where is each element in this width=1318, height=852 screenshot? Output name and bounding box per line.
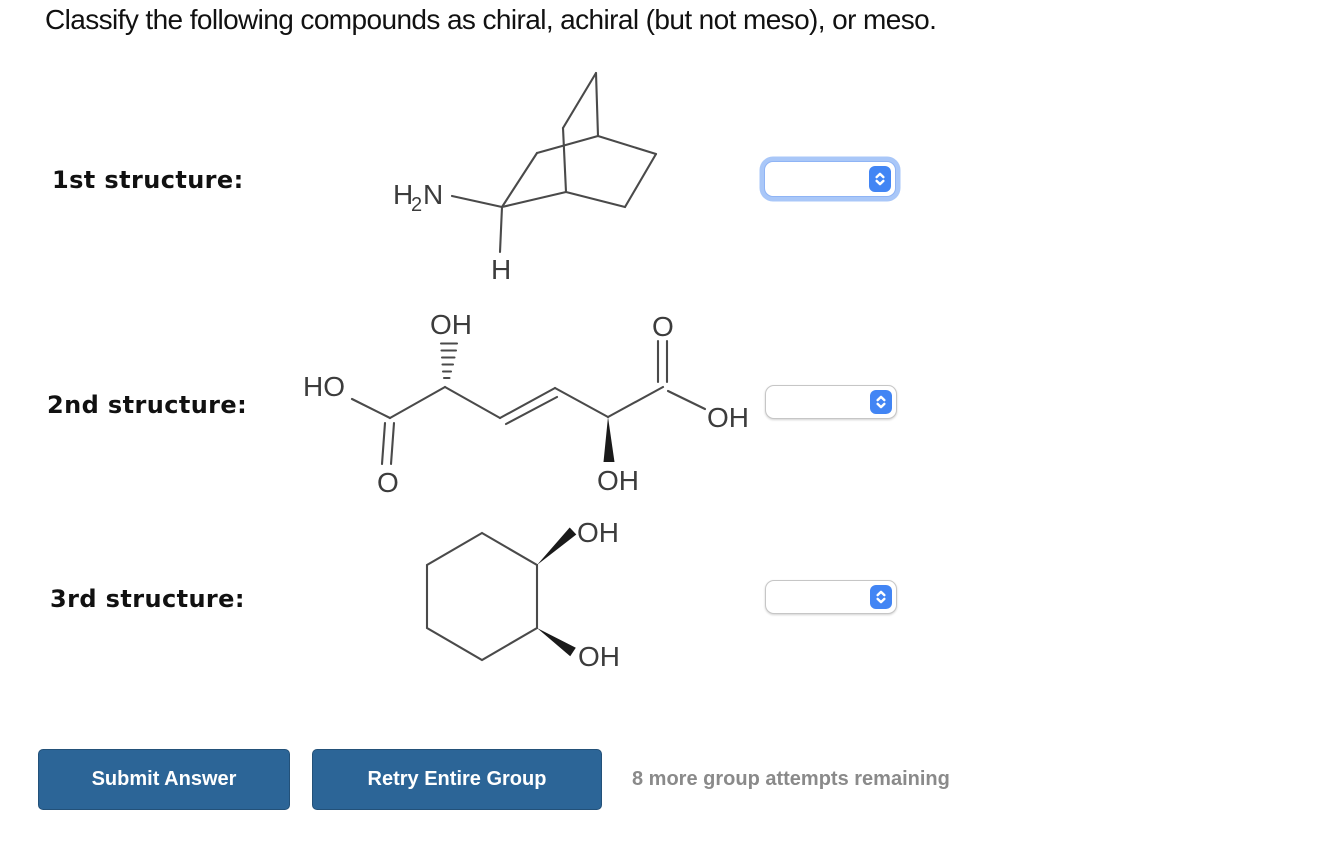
structure-2-drawing: HO O OH OH O OH bbox=[303, 309, 749, 498]
hydroxyl-top-label: OH bbox=[430, 309, 472, 340]
classification-select-3[interactable] bbox=[765, 580, 897, 614]
attempts-remaining-note: 8 more group attempts remaining bbox=[632, 768, 950, 790]
select-stepper-icon bbox=[870, 390, 892, 414]
amine-label-n: N bbox=[423, 179, 443, 210]
structure-3-label: 3rd structure: bbox=[50, 585, 245, 613]
retry-entire-group-button[interactable]: Retry Entire Group bbox=[312, 749, 602, 810]
amine-label-sub2: 2 bbox=[411, 194, 422, 216]
carbonyl-o-right-label: O bbox=[652, 311, 674, 342]
carboxyl-oh-right-label: OH bbox=[707, 402, 749, 433]
hash-wedge-bond bbox=[439, 342, 459, 380]
carbonyl-o-left-label: O bbox=[377, 467, 399, 498]
structure-1-drawing: H 2 N H bbox=[393, 71, 658, 285]
structure-3-drawing: OH OH bbox=[425, 517, 620, 672]
select-stepper-icon bbox=[870, 585, 892, 609]
bold-wedge-bond bbox=[537, 527, 577, 565]
hydrogen-label: H bbox=[491, 254, 511, 285]
structure-1-label: 1st structure: bbox=[52, 166, 244, 194]
select-stepper-icon bbox=[869, 166, 891, 192]
submit-answer-button[interactable]: Submit Answer bbox=[38, 749, 290, 810]
question-title: Classify the following compounds as chir… bbox=[45, 4, 937, 35]
bold-wedge-bond bbox=[603, 417, 615, 462]
amine-label-h: H bbox=[393, 179, 413, 210]
hydroxyl-top-label: OH bbox=[577, 517, 619, 548]
hydroxyl-bottom-label: OH bbox=[578, 641, 620, 672]
hydroxyl-mid-label: OH bbox=[597, 465, 639, 496]
structure-2-label: 2nd structure: bbox=[47, 391, 248, 419]
bold-wedge-bond bbox=[537, 628, 576, 657]
carboxyl-ho-label: HO bbox=[303, 371, 345, 402]
classification-select-2[interactable] bbox=[765, 385, 897, 419]
classification-select-1[interactable] bbox=[764, 161, 896, 197]
